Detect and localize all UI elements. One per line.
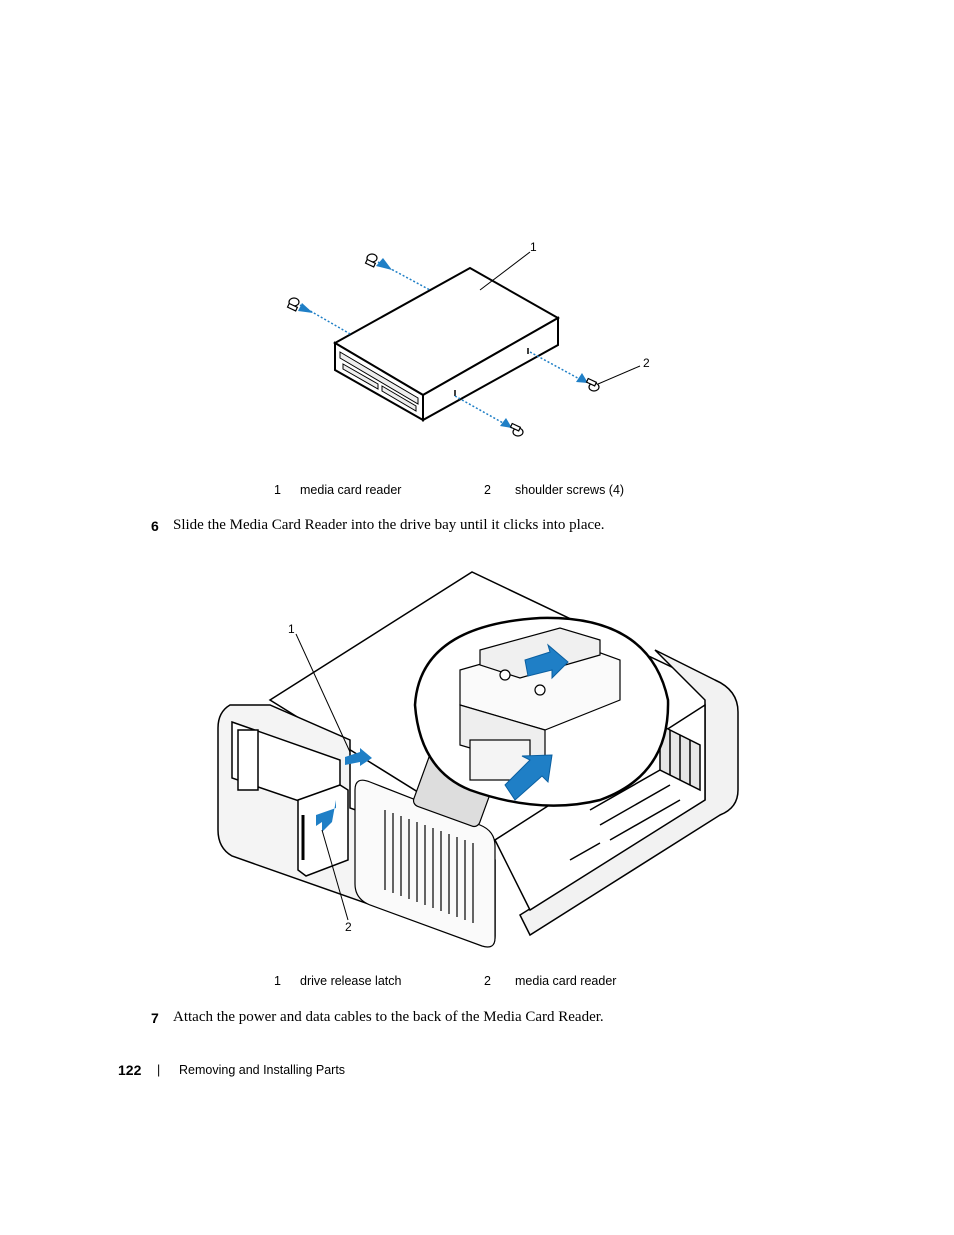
shoulder-screw-icon	[509, 422, 524, 437]
figure1-callout-1: 1	[530, 240, 537, 254]
figure1-legend-label-2: shoulder screws (4)	[515, 483, 625, 497]
figure2-legend-num-2: 2	[484, 974, 491, 988]
step-6-number: 6	[151, 518, 159, 534]
footer-separator: |	[157, 1063, 161, 1077]
shoulder-screw-icon	[364, 253, 378, 268]
slide-arrow-icon	[524, 643, 569, 680]
figure1-legend-num-2: 2	[484, 483, 491, 497]
figure1-callout-2: 2	[643, 356, 650, 370]
step-7-text: Attach the power and data cables to the …	[173, 1009, 604, 1025]
figure1-legend-label-1: media card reader	[300, 483, 402, 497]
arrow-downright-1	[500, 418, 512, 428]
figure2-illustration	[217, 571, 739, 948]
figure2-callout-2: 2	[345, 920, 352, 934]
arrow-upleft-1	[376, 258, 392, 270]
callout-leader-latch	[295, 633, 351, 753]
step-7-number: 7	[151, 1010, 159, 1026]
page-number: 122	[118, 1062, 142, 1078]
insert-arrow	[316, 800, 336, 832]
figure1-illustration	[286, 251, 641, 437]
chassis-right-panel	[519, 649, 739, 937]
figure2-legend-num-1: 1	[274, 974, 281, 988]
figure2-legend-label-1: drive release latch	[300, 974, 402, 988]
callout-leader-2	[597, 365, 641, 385]
arrow-downright-2	[576, 373, 588, 383]
figure1-legend-num-1: 1	[274, 483, 281, 497]
shoulder-screw-icon	[286, 297, 300, 312]
callout-leader-reader	[321, 829, 349, 921]
footer-section-title: Removing and Installing Parts	[179, 1063, 346, 1077]
step-6-text: Slide the Media Card Reader into the dri…	[173, 517, 605, 533]
vent-grille	[384, 810, 474, 923]
figure2-callout-1: 1	[288, 622, 295, 636]
push-arrow-icon	[504, 754, 553, 801]
arrow-upleft-2	[298, 303, 313, 313]
figure2-legend-label-2: media card reader	[515, 974, 617, 988]
callout-leader-1	[479, 251, 531, 291]
reader-side-face	[422, 316, 559, 422]
shoulder-screw-icon	[585, 377, 600, 392]
